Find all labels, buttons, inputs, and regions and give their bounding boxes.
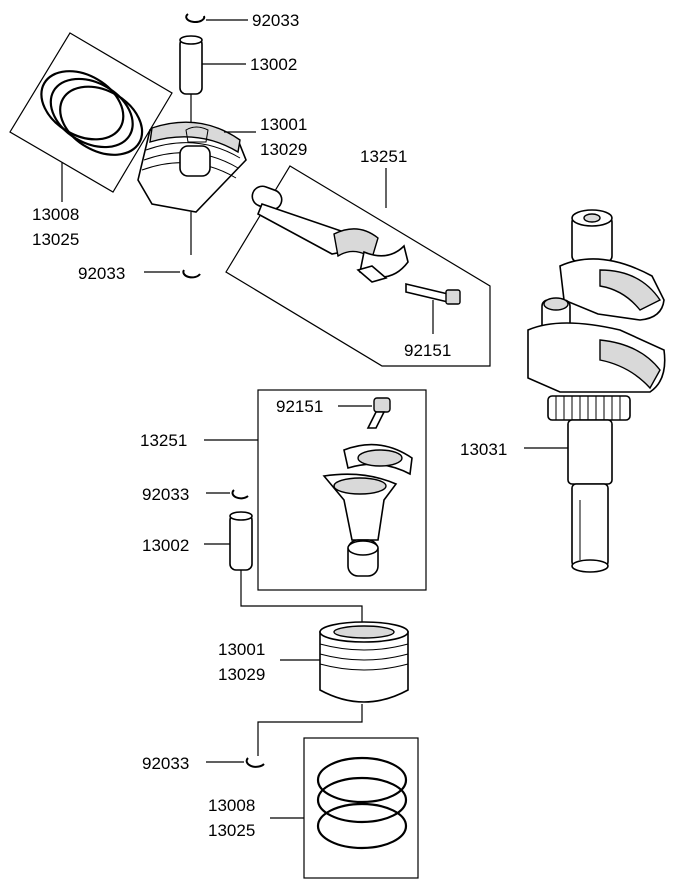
part-label-13025-top: 13025: [32, 230, 79, 249]
piston-pin-bottom: [204, 511, 363, 628]
part-label-92033-top-lower: 92033: [78, 264, 125, 283]
piston-rings-box-top: [9, 32, 173, 202]
part-label-13251-bottom: 13251: [140, 431, 187, 450]
part-label-92033-top: 92033: [252, 11, 299, 30]
part-label-92033-bottom-lower: 92033: [142, 754, 189, 773]
piston-bottom: [257, 621, 409, 756]
part-label-13251-top: 13251: [360, 147, 407, 166]
part-label-92033-bottom-upper: 92033: [142, 485, 189, 504]
part-label-13031: 13031: [460, 440, 507, 459]
crankshaft: [524, 209, 666, 573]
connecting-rod-box-top: [225, 165, 491, 367]
circlip-top-lower: [144, 269, 201, 279]
part-label-13001-top: 13001: [260, 115, 307, 134]
part-label-13008-top: 13008: [32, 205, 79, 224]
part-label-13029-bottom: 13029: [218, 665, 265, 684]
connecting-rod-box-bottom: [204, 389, 427, 591]
part-label-13029-top: 13029: [260, 140, 307, 159]
circlip-bottom-upper: [206, 489, 249, 500]
piston-pin-top: [179, 35, 246, 122]
part-label-13002-top: 13002: [250, 55, 297, 74]
part-label-13008-bottom: 13008: [208, 796, 255, 815]
part-label-13001-bottom: 13001: [218, 640, 265, 659]
part-label-92151-top: 92151: [404, 341, 451, 360]
part-label-13025-bottom: 13025: [208, 821, 255, 840]
part-label-92151-bottom: 92151: [276, 397, 323, 416]
circlip-top: [185, 13, 248, 23]
circlip-bottom-lower: [206, 757, 265, 768]
piston-top: [137, 121, 256, 255]
piston-rings-box-bottom: [270, 737, 419, 879]
part-label-13002-bottom: 13002: [142, 536, 189, 555]
